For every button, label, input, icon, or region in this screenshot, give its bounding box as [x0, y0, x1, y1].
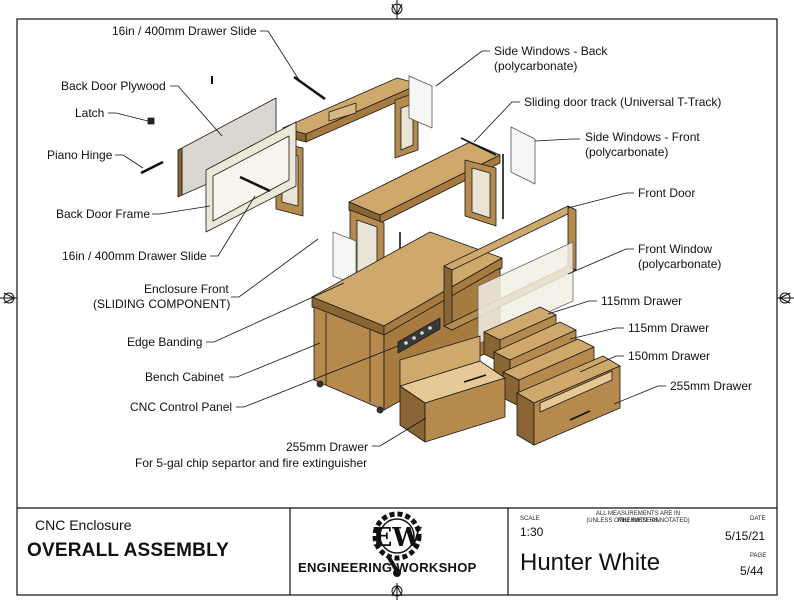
- drawer-slide-top: [293, 75, 326, 101]
- company-name: ENGINEERING WORKSHOP: [298, 560, 477, 575]
- sliding-door-track: [460, 137, 497, 156]
- title-block-frame: [17, 507, 777, 595]
- label-drawer-slide-bottom: 16in / 400mm Drawer Slide: [62, 249, 207, 263]
- drawing-title: OVERALL ASSEMBLY: [27, 540, 230, 561]
- front-window: [477, 241, 574, 345]
- drawer-255-left: [399, 335, 506, 443]
- label-drawer-slide-top: 16in / 400mm Drawer Slide: [112, 24, 257, 38]
- label-side-windows-back: Side Windows - Back: [494, 44, 608, 58]
- label-side-windows-front-sub: (polycarbonate): [585, 145, 669, 159]
- label-front-window-sub: (polycarbonate): [638, 257, 722, 271]
- label-side-windows-front: Side Windows - Front: [585, 130, 700, 144]
- page-label: PAGE: [750, 553, 767, 559]
- label-edge-banding: Edge Banding: [127, 335, 203, 349]
- logo-letters: EW: [372, 523, 422, 553]
- side-window-front: [510, 126, 536, 185]
- project-name: CNC Enclosure: [35, 517, 132, 533]
- page-number: 5/44: [740, 564, 764, 578]
- side-window-back: [408, 75, 433, 129]
- piano-hinge: [140, 160, 164, 175]
- scale-value: 1:30: [520, 525, 544, 539]
- label-piano-hinge: Piano Hinge: [47, 148, 113, 162]
- units-note-line2: (UNLESS OTHERWISE ANNOTATED): [586, 518, 690, 524]
- units-note-line1: ALL MEASUREMENTS ARE IN MILLIMETERS: [595, 511, 681, 524]
- leader-lines: [108, 30, 666, 447]
- back-door-frame: [205, 121, 297, 233]
- label-drawer-115-a: 115mm Drawer: [601, 294, 683, 308]
- label-latch: Latch: [75, 106, 105, 120]
- cnc-control-panel: [397, 317, 441, 354]
- label-back-door-frame: Back Door Frame: [56, 207, 151, 221]
- date-value: 5/15/21: [725, 529, 766, 543]
- drawer-255-right: [516, 355, 621, 446]
- label-side-windows-back-sub: (polycarbonate): [494, 59, 578, 73]
- label-drawer-255-left: 255mm Drawer: [286, 440, 369, 454]
- label-enclosure-front: Enclosure Front: [144, 282, 229, 296]
- label-drawer-115-b: 115mm Drawer: [628, 321, 710, 335]
- label-enclosure-front-sub: (SLIDING COMPONENT): [93, 297, 231, 311]
- label-drawer-255-left-note: For 5-gal chip separtor and fire extingu…: [135, 456, 368, 470]
- label-drawer-255-right: 255mm Drawer: [670, 379, 753, 393]
- date-label: DATE: [750, 516, 766, 522]
- scale-label: SCALE: [520, 516, 540, 522]
- label-front-door: Front Door: [638, 186, 696, 200]
- label-drawer-150: 150mm Drawer: [628, 349, 711, 363]
- latch: [147, 117, 155, 125]
- drawer-slide-bottom: [239, 175, 271, 193]
- label-sliding-door-track: Sliding door track (Universal T-Track): [524, 95, 722, 109]
- author-name: Hunter White: [520, 549, 661, 576]
- ew-saw-blade-logo: EW: [372, 511, 422, 577]
- label-bench-cabinet: Bench Cabinet: [145, 370, 224, 384]
- exploded-assembly-illustration: [140, 75, 621, 446]
- label-cnc-control-panel: CNC Control Panel: [130, 400, 233, 414]
- label-front-window: Front Window: [638, 242, 713, 256]
- label-back-door-plywood: Back Door Plywood: [61, 79, 166, 93]
